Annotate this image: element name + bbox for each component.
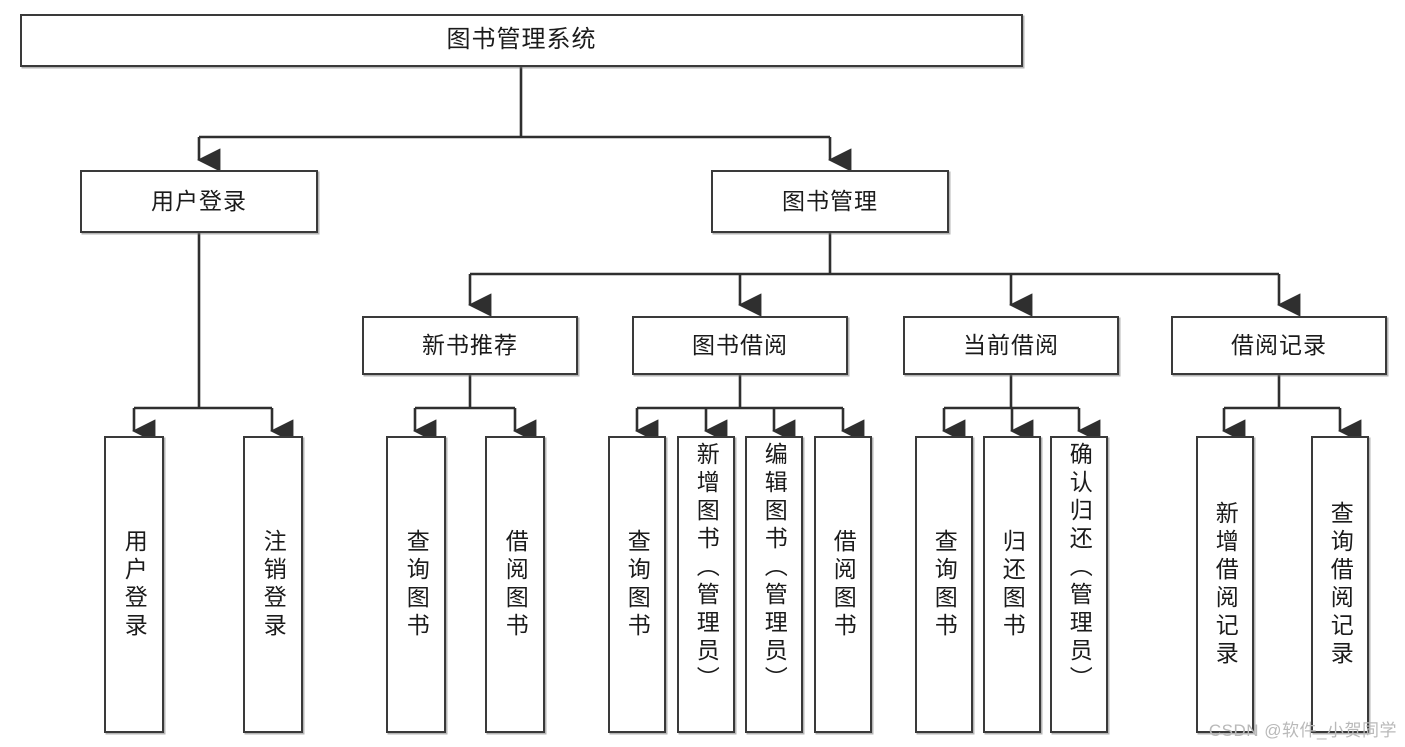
leaf-recommend-query-book[interactable]: 查询图书 [386,436,446,733]
node-label: 查询借阅记录 [1327,500,1354,669]
node-new-book-recommend[interactable]: 新书推荐 [362,316,578,375]
node-book-management[interactable]: 图书管理 [711,170,949,233]
node-user-login[interactable]: 用户登录 [80,170,318,233]
leaf-record-query-record[interactable]: 查询借阅记录 [1311,436,1369,733]
leaf-recommend-borrow-book[interactable]: 借阅图书 [485,436,545,733]
leaf-record-add-record[interactable]: 新增借阅记录 [1196,436,1254,733]
leaf-borrow-edit-book-admin[interactable]: 编辑图书（管理员） [745,436,803,733]
node-label: 编辑图书（管理员） [761,442,788,694]
node-label: 当前借阅 [963,331,1059,358]
node-book-borrow[interactable]: 图书借阅 [632,316,848,375]
node-label: 用户登录 [151,187,247,214]
leaf-user-login-logout[interactable]: 注销登录 [243,436,303,733]
node-label: 新增图书（管理员） [693,442,720,694]
node-label: 归还图书 [999,528,1026,641]
node-label: 图书管理 [782,187,878,214]
leaf-borrow-borrow-book[interactable]: 借阅图书 [814,436,872,733]
leaf-borrow-add-book-admin[interactable]: 新增图书（管理员） [677,436,735,733]
leaf-current-return-book[interactable]: 归还图书 [983,436,1041,733]
node-label: 查询图书 [403,528,430,641]
node-label: 查询图书 [624,528,651,641]
leaf-current-query-book[interactable]: 查询图书 [915,436,973,733]
node-borrow-record[interactable]: 借阅记录 [1171,316,1387,375]
node-label: 图书借阅 [692,331,788,358]
leaf-borrow-query-book[interactable]: 查询图书 [608,436,666,733]
node-label: 确认归还（管理员） [1066,442,1093,694]
node-label: 图书管理系统 [446,26,597,54]
node-label: 注销登录 [260,528,287,641]
node-label: 新书推荐 [422,331,518,358]
node-label: 用户登录 [121,528,148,641]
node-current-borrow[interactable]: 当前借阅 [903,316,1119,375]
node-label: 借阅记录 [1231,331,1327,358]
node-label: 借阅图书 [830,528,857,641]
node-label: 新增借阅记录 [1212,500,1239,669]
leaf-user-login-login[interactable]: 用户登录 [104,436,164,733]
node-label: 查询图书 [931,528,958,641]
watermark-text: CSDN @软件_小贺同学 [1208,721,1397,740]
node-root-system[interactable]: 图书管理系统 [20,14,1023,67]
node-label: 借阅图书 [502,528,529,641]
leaf-current-confirm-return-admin[interactable]: 确认归还（管理员） [1050,436,1108,733]
